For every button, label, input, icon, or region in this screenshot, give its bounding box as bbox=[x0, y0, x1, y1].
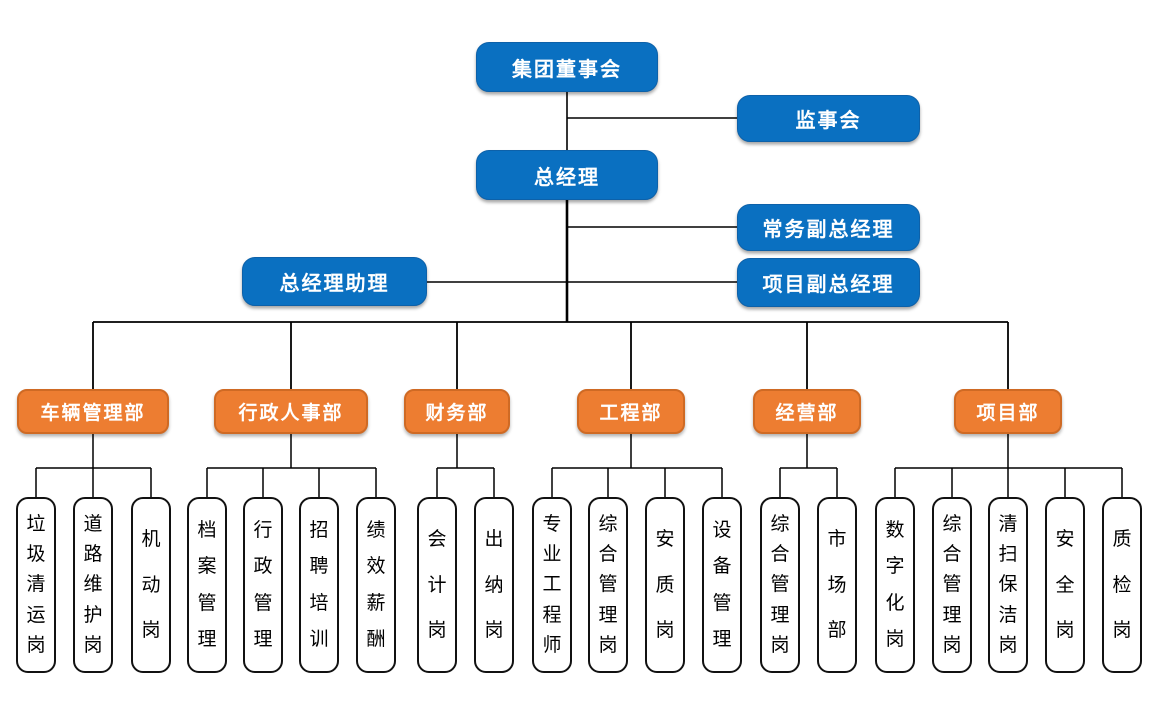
position-general-management-ops: 综合管理岗 bbox=[760, 497, 800, 673]
position-market-dept: 市场部 bbox=[817, 497, 857, 673]
node-group-board: 集团董事会 bbox=[476, 42, 658, 92]
position-garbage-removal: 垃圾清运岗 bbox=[16, 497, 56, 673]
position-mobile-duty: 机动岗 bbox=[131, 497, 171, 673]
position-label: 招聘培训 bbox=[309, 520, 329, 650]
position-cashier: 出纳岗 bbox=[474, 497, 514, 673]
dept-admin-hr: 行政人事部 bbox=[214, 389, 368, 434]
position-performance-compensation: 绩效薪酬 bbox=[356, 497, 396, 673]
dept-finance: 财务部 bbox=[404, 389, 510, 434]
position-label: 垃圾清运岗 bbox=[26, 514, 46, 656]
position-safety: 安全岗 bbox=[1045, 497, 1085, 673]
position-digitalization: 数字化岗 bbox=[875, 497, 915, 673]
position-label: 设备管理 bbox=[712, 520, 732, 650]
position-label: 安全岗 bbox=[1055, 529, 1075, 641]
position-cleaning: 清扫保洁岗 bbox=[988, 497, 1028, 673]
position-quality-inspection: 质检岗 bbox=[1102, 497, 1142, 673]
position-recruitment-training: 招聘培训 bbox=[299, 497, 339, 673]
position-label: 综合管理岗 bbox=[598, 514, 618, 656]
position-label: 机动岗 bbox=[141, 529, 161, 641]
position-label: 综合管理岗 bbox=[770, 514, 790, 656]
position-accounting: 会计岗 bbox=[417, 497, 457, 673]
dept-engineering: 工程部 bbox=[577, 389, 685, 434]
node-supervisory-board: 监事会 bbox=[737, 95, 920, 142]
position-label: 数字化岗 bbox=[885, 520, 905, 650]
dept-operations: 经营部 bbox=[753, 389, 861, 434]
dept-project: 项目部 bbox=[954, 389, 1062, 434]
dept-vehicle-management: 车辆管理部 bbox=[17, 389, 169, 434]
position-admin-management: 行政管理 bbox=[243, 497, 283, 673]
position-label: 综合管理岗 bbox=[942, 514, 962, 656]
position-label: 行政管理 bbox=[253, 520, 273, 650]
node-project-deputy-gm: 项目副总经理 bbox=[737, 258, 920, 307]
position-safety-quality: 安质岗 bbox=[645, 497, 685, 673]
position-label: 会计岗 bbox=[427, 529, 447, 641]
position-label: 绩效薪酬 bbox=[366, 520, 386, 650]
position-archives-management: 档案管理 bbox=[187, 497, 227, 673]
position-label: 档案管理 bbox=[197, 520, 217, 650]
position-label: 市场部 bbox=[827, 529, 847, 641]
position-label: 安质岗 bbox=[655, 529, 675, 641]
position-equipment-management: 设备管理 bbox=[702, 497, 742, 673]
position-label: 出纳岗 bbox=[484, 529, 504, 641]
position-professional-engineer: 专业工程师 bbox=[532, 497, 572, 673]
position-label: 专业工程师 bbox=[542, 514, 562, 656]
position-label: 道路维护岗 bbox=[83, 514, 103, 656]
position-label: 清扫保洁岗 bbox=[998, 514, 1018, 656]
node-gm-assistant: 总经理助理 bbox=[242, 257, 427, 306]
position-general-management-eng: 综合管理岗 bbox=[588, 497, 628, 673]
position-general-management-proj: 综合管理岗 bbox=[932, 497, 972, 673]
node-general-manager: 总经理 bbox=[476, 150, 658, 200]
position-road-maintenance: 道路维护岗 bbox=[73, 497, 113, 673]
node-executive-deputy-gm: 常务副总经理 bbox=[737, 204, 920, 251]
position-label: 质检岗 bbox=[1112, 529, 1132, 641]
